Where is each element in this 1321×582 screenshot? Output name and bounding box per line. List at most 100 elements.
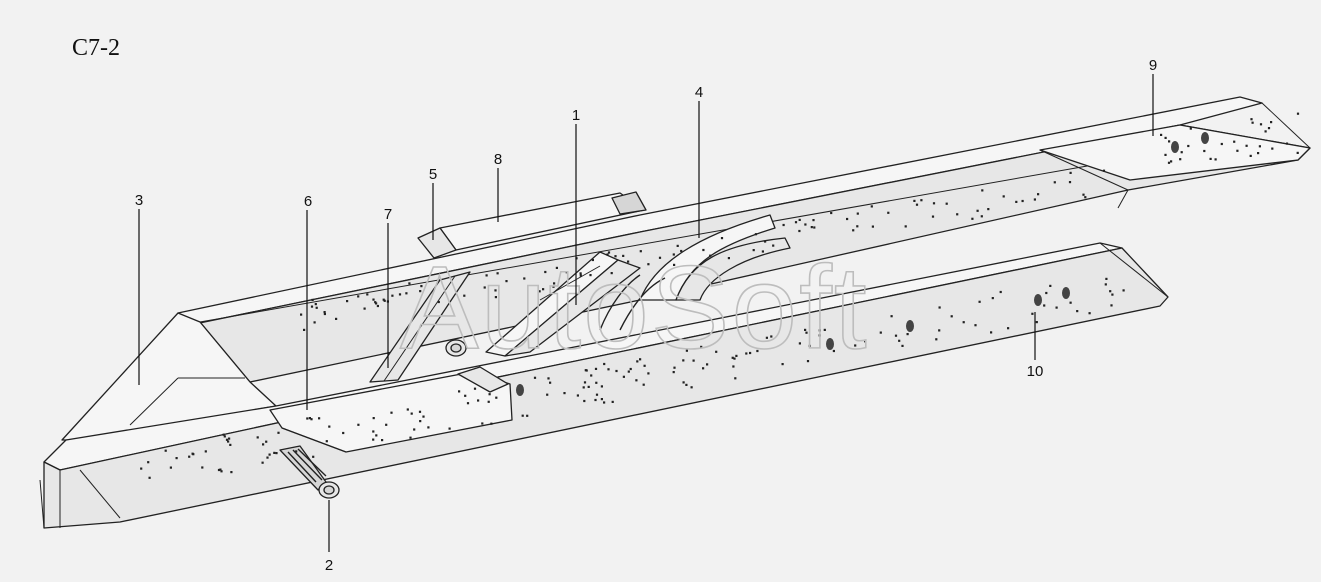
rivet-hole [600, 398, 603, 401]
rivet-hole [935, 338, 938, 341]
oval-hole [516, 384, 524, 396]
rivet-hole [720, 237, 724, 240]
rivet-hole [229, 443, 232, 446]
rivet-hole [1270, 121, 1273, 124]
rivet-hole [1122, 289, 1125, 292]
callout-3: 3 [135, 192, 143, 209]
rivet-hole [732, 365, 735, 368]
rivet-hole [1053, 181, 1056, 184]
rivet-hole [1037, 193, 1040, 196]
rivet-hole [552, 285, 555, 288]
rivet-hole [852, 229, 855, 232]
rivet-hole [898, 339, 901, 342]
rivet-hole [832, 349, 835, 353]
rivet-hole [533, 376, 537, 379]
rivet-hole [685, 349, 688, 352]
rivet-hole [485, 274, 488, 277]
rivet-hole [256, 436, 259, 439]
rivet-hole [622, 254, 625, 257]
rivet-hole [310, 418, 313, 421]
rivet-hole [864, 340, 867, 343]
rivet-hole [805, 331, 808, 334]
callout-10: 10 [1027, 363, 1044, 380]
rivet-hole [600, 385, 603, 388]
rivet-hole [731, 356, 734, 359]
rivet-hole [1187, 144, 1190, 148]
rivet-hole [1035, 321, 1038, 324]
rivet-hole [275, 452, 278, 455]
rivet-hole [418, 410, 422, 413]
rivet-hole [782, 223, 785, 227]
rivet-hole [222, 433, 225, 436]
rivet-hole [521, 414, 524, 417]
callout-2: 2 [325, 557, 333, 574]
rivet-hole [846, 217, 849, 221]
rivet-hole [765, 336, 768, 339]
rivet-hole [830, 211, 833, 215]
rivet-hole [702, 248, 705, 252]
rivet-hole [709, 254, 712, 257]
rivet-hole [496, 272, 499, 275]
rivet-hole [1164, 136, 1167, 139]
rivet-hole [706, 363, 709, 366]
rivet-hole [335, 317, 338, 320]
rivet-hole [1264, 130, 1267, 133]
rivet-hole [277, 431, 280, 434]
rivet-hole [672, 371, 675, 374]
rivet-hole [818, 334, 821, 337]
rivet-hole [920, 199, 923, 202]
rivet-hole [680, 249, 683, 253]
rivet-hole [1069, 171, 1072, 174]
rivet-hole [466, 402, 470, 405]
rivet-hole [1031, 312, 1034, 315]
rivet-hole [589, 274, 592, 277]
rivet-hole [546, 393, 549, 396]
rivet-hole [473, 387, 477, 390]
rivet-hole [228, 437, 231, 440]
rivet-hole [1105, 277, 1108, 280]
rivet-hole [1203, 149, 1206, 153]
rivet-hole [627, 370, 630, 373]
rivet-hole [526, 414, 529, 417]
rivet-hole [357, 295, 360, 298]
rivet-hole [591, 258, 594, 262]
rivet-hole [1033, 198, 1036, 201]
rivet-hole [639, 358, 642, 361]
rivet-hole [405, 292, 408, 295]
rivet-hole [391, 294, 394, 297]
rivet-hole [410, 412, 413, 415]
rivet-hole [1296, 151, 1299, 154]
rivet-hole [980, 215, 983, 218]
rivet-hole [223, 435, 226, 438]
rivet-hole [381, 439, 384, 442]
watermark: AutoSoft [400, 242, 869, 374]
rivet-hole [1220, 142, 1223, 146]
rivet-hole [312, 455, 315, 458]
rivet-hole [1259, 123, 1263, 126]
rivet-hole [781, 363, 784, 366]
rivet-hole [1076, 310, 1079, 313]
rivet-hole [672, 253, 675, 256]
rivet-hole [579, 274, 582, 277]
rivet-hole [594, 367, 598, 370]
rivet-hole [764, 240, 767, 243]
rivet-hole [1160, 133, 1163, 136]
rivet-hole [372, 298, 375, 301]
rivet-hole [458, 390, 461, 393]
rivet-hole [962, 321, 965, 324]
rivet-hole [318, 417, 321, 420]
rivet-hole [614, 255, 617, 258]
rivet-hole [754, 233, 757, 236]
rivet-hole [419, 290, 422, 293]
rivet-hole [308, 417, 311, 420]
oval-hole [906, 320, 914, 332]
rivet-hole [1164, 153, 1167, 156]
rivet-hole [579, 272, 582, 275]
rivet-hole [342, 431, 345, 435]
rivet-hole [555, 266, 558, 269]
rivet-hole [1267, 127, 1271, 130]
rivet-hole [398, 293, 402, 296]
rivet-hole [357, 423, 360, 426]
rivet-hole [1170, 160, 1173, 163]
